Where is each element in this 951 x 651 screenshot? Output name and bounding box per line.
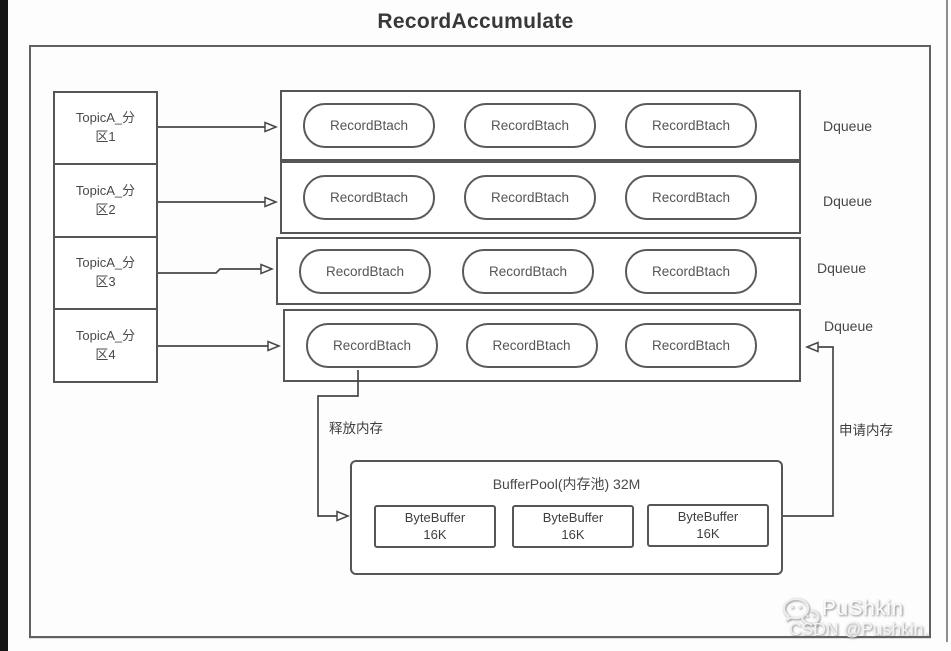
dqueue-label-3: Dqueue — [817, 260, 867, 276]
request-memory-label: 申请内存 — [839, 423, 893, 438]
release-memory-label: 释放内存 — [329, 421, 383, 436]
record-batch: RecordBtach — [303, 175, 435, 220]
byte-buffer-box: ByteBuffer 16K — [374, 505, 496, 548]
byte-buffer-name: ByteBuffer — [677, 508, 739, 524]
watermark-subtitle: CSDN @Pushkin. — [789, 619, 929, 639]
record-batch: RecordBtach — [462, 248, 594, 294]
watermark-name: PuShkin — [822, 597, 904, 620]
record-batch: RecordBtach — [303, 103, 435, 148]
partition-box-1: TopicA_分区1 — [53, 91, 158, 165]
partition-box-3: TopicA_分区3 — [53, 236, 158, 310]
partition-label: TopicA_分区2 — [75, 182, 136, 217]
deque-row-1: RecordBtach RecordBtach RecordBtach — [280, 90, 801, 161]
record-batch: RecordBtach — [625, 175, 757, 220]
dqueue-label-2: Dqueue — [823, 193, 873, 209]
record-batch: RecordBtach — [465, 323, 598, 368]
partition-label: TopicA_分区1 — [75, 110, 136, 144]
byte-buffer-size: 16K — [696, 525, 720, 541]
record-batch: RecordBtach — [299, 248, 431, 294]
byte-buffer-box: ByteBuffer 16K — [512, 505, 634, 548]
byte-buffer-box: ByteBuffer 16K — [647, 504, 769, 547]
byte-buffer-name: ByteBuffer — [404, 509, 466, 525]
buffer-pool-box: BufferPool(内存池) 32M ByteBuffer 16K ByteB… — [350, 460, 783, 575]
chat-bubbles-icon — [782, 597, 820, 628]
byte-buffer-name: ByteBuffer — [542, 509, 604, 525]
byte-buffer-size: 16K — [561, 526, 585, 542]
record-batch: RecordBtach — [625, 103, 757, 148]
record-batch: RecordBtach — [625, 248, 757, 294]
right-edge-line — [946, 0, 948, 642]
partition-box-4: TopicA_分区4 — [53, 308, 158, 383]
deque-row-3: RecordBtach RecordBtach RecordBtach — [276, 237, 801, 305]
deque-row-4: RecordBtach RecordBtach RecordBtach — [283, 309, 801, 382]
partition-label: TopicA_分区3 — [75, 255, 136, 289]
deque-row-2: RecordBtach RecordBtach RecordBtach — [280, 161, 801, 234]
partition-box-2: TopicA_分区2 — [53, 163, 158, 238]
dqueue-label-4: Dqueue — [824, 318, 874, 334]
record-batch: RecordBtach — [464, 103, 596, 148]
left-edge-bar — [0, 0, 8, 651]
buffer-pool-title: BufferPool(内存池) 32M — [492, 476, 641, 492]
record-batch: RecordBtach — [464, 175, 596, 220]
record-accumulator-boundary — [29, 45, 931, 638]
record-batch: RecordBtach — [306, 323, 438, 368]
partition-label: TopicA_分区4 — [75, 327, 136, 362]
byte-buffer-size: 16K — [423, 526, 447, 542]
diagram-title: RecordAccumulate — [377, 10, 574, 33]
record-batch: RecordBtach — [625, 323, 757, 368]
dqueue-label-1: Dqueue — [823, 118, 873, 134]
